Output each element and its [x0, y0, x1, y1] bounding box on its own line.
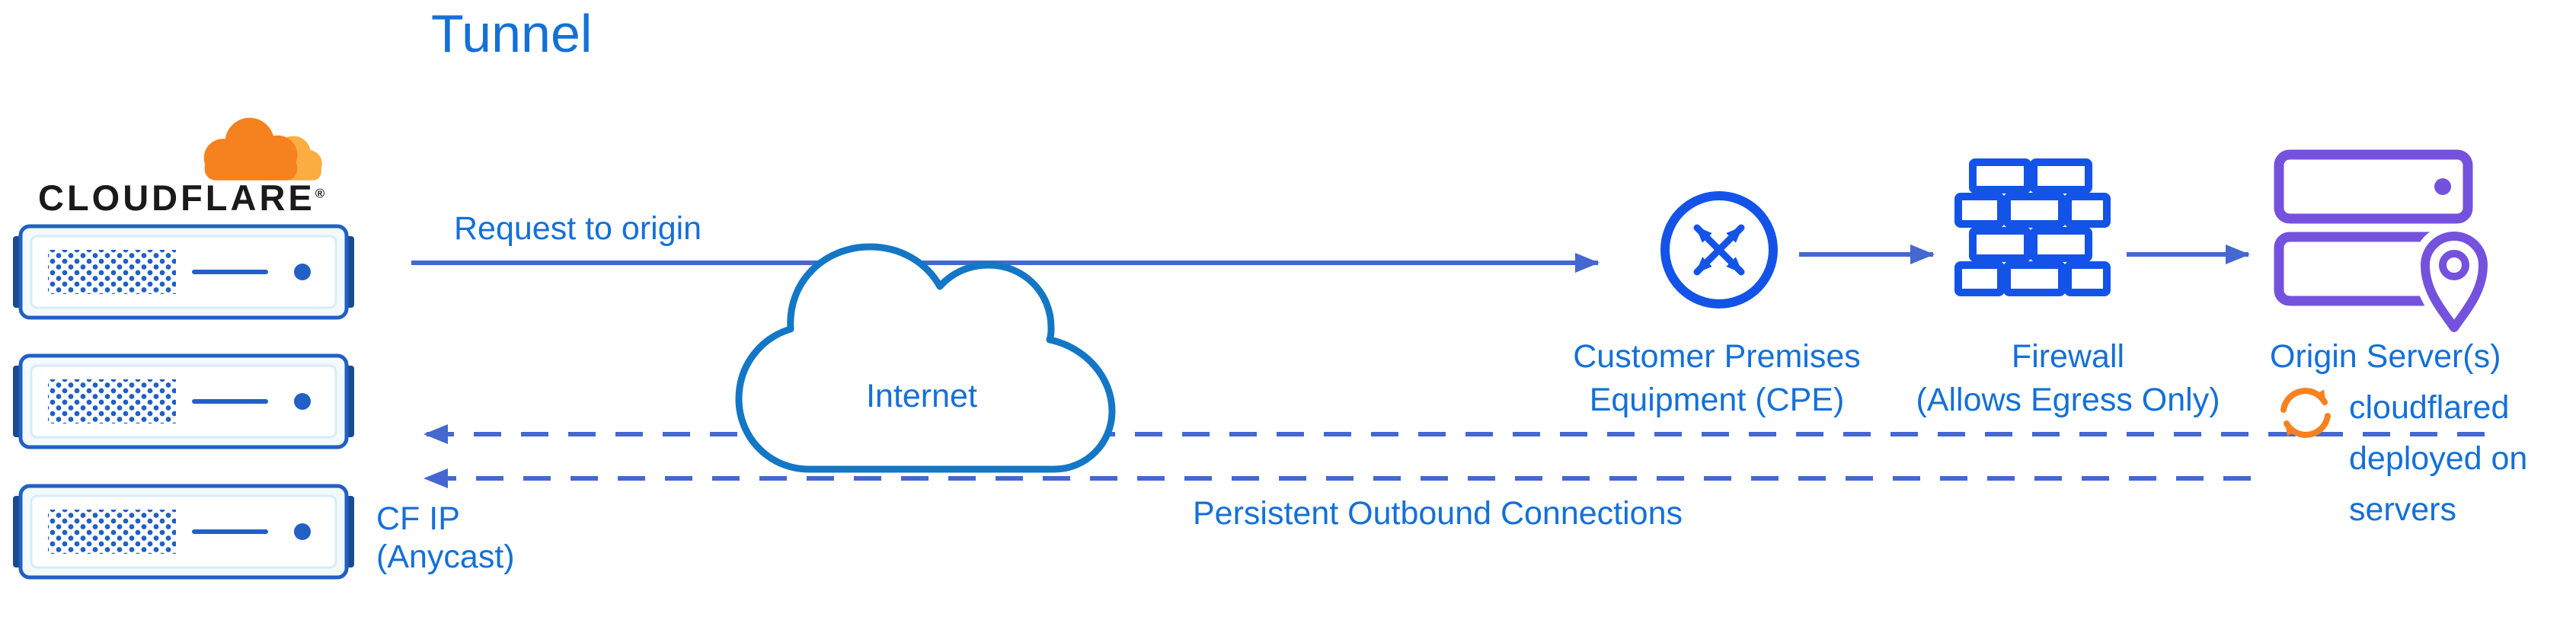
- cloudflare-edge-server-icon-2: [13, 353, 354, 449]
- firewall-label: Firewall (Allows Egress Only): [1855, 335, 2281, 422]
- page-title: Tunnel: [431, 4, 593, 63]
- cpe-label-line1: Customer Premises: [1573, 338, 1861, 375]
- location-pin-icon: [2421, 232, 2488, 332]
- request-to-origin-label: Request to origin: [454, 210, 702, 247]
- origin-server-icon: [2274, 149, 2495, 332]
- registered-mark: ®: [315, 186, 325, 201]
- cloudflared-note-line1: cloudflared: [2349, 389, 2510, 426]
- cf-ip-line2: (Anycast): [376, 539, 515, 575]
- cloudflared-note-line2: deployed on: [2349, 440, 2528, 477]
- cpe-label-line2: Equipment (CPE): [1589, 381, 1845, 418]
- cloudflared-note-line3: servers: [2349, 491, 2456, 528]
- cloudflare-logo-cloud-icon: [203, 117, 322, 181]
- cloudflare-wordmark-text: CLOUDFLARE: [38, 177, 315, 218]
- cloudflare-wordmark: CLOUDFLARE®: [38, 177, 324, 219]
- cloudflared-note-label: cloudflared deployed on servers: [2349, 382, 2527, 535]
- origin-server-label: Origin Server(s): [2270, 338, 2501, 375]
- cloudflare-edge-server-icon-3: [13, 484, 354, 580]
- cf-ip-anycast-label: CF IP (Anycast): [376, 500, 515, 576]
- internet-label: Internet: [866, 378, 977, 414]
- persistent-outbound-label: Persistent Outbound Connections: [1193, 495, 1683, 532]
- firewall-icon: [1954, 158, 2111, 296]
- internet-cloud-icon: [735, 243, 1116, 473]
- firewall-label-line2: (Allows Egress Only): [1916, 381, 2220, 418]
- cpe-label: Customer Premises Equipment (CPE): [1511, 335, 1922, 422]
- cloudflared-sync-icon: [2280, 388, 2331, 438]
- cloudflare-edge-server-icon-1: [13, 224, 354, 320]
- cf-ip-line1: CF IP: [376, 500, 460, 537]
- firewall-label-line1: Firewall: [2011, 338, 2125, 375]
- cpe-icon: [1660, 191, 1778, 308]
